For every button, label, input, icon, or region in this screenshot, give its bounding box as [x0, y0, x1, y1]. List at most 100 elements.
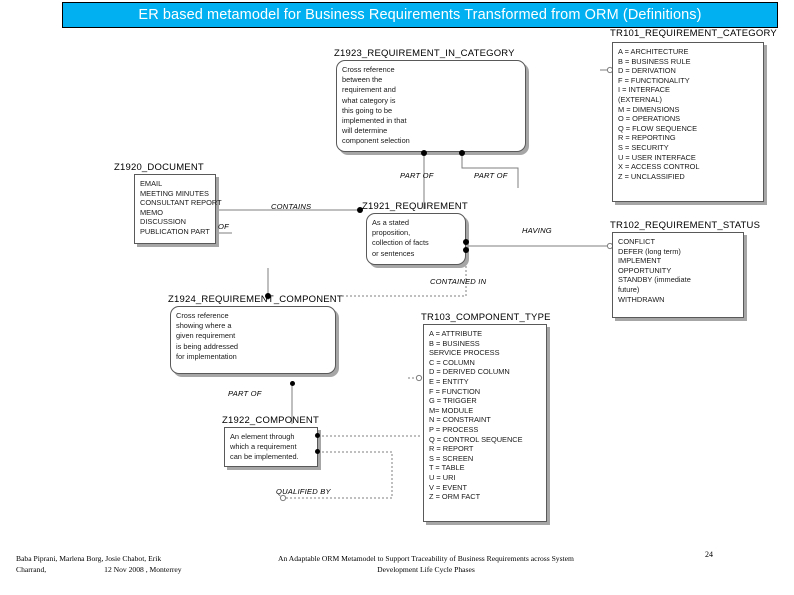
entity-line: CONFLICT — [618, 237, 655, 246]
entity-line: implemented in that — [342, 116, 407, 126]
relationship-label-contained-in: CONTAINED IN — [430, 277, 487, 286]
entity-line: future) — [618, 284, 640, 294]
entity-line: proposition, — [372, 228, 411, 238]
connector-dot — [421, 150, 427, 156]
entity-line: Cross reference — [342, 65, 395, 74]
entity-line: B = BUSINESS — [429, 338, 480, 348]
entity-line: Z = ORM FACT — [429, 492, 481, 502]
connector-dot — [265, 293, 271, 299]
entity-line: requirement and — [342, 85, 396, 95]
entity-line: G = TRIGGER — [429, 396, 477, 406]
entity-line: (EXTERNAL) — [618, 94, 662, 104]
entity-line: component selection — [342, 136, 410, 146]
entity-line: M = DIMENSIONS — [618, 104, 680, 114]
entity-line: PUBLICATION PART — [140, 226, 210, 236]
entity-line: MEMO — [140, 207, 163, 217]
entity-title-requirement-component: Z1924_REQUIREMENT_COMPONENT — [168, 294, 343, 305]
connector-dot — [315, 433, 320, 438]
relationship-label-part-of: PART OF — [474, 171, 508, 180]
entity-box-requirement[interactable]: As a stated proposition, collection of f… — [366, 213, 466, 265]
entity-line: OPPORTUNITY — [618, 265, 672, 275]
entity-line: CONSULTANT REPORT — [140, 198, 222, 208]
entity-box-requirement-status[interactable]: CONFLICT DEFER (long term) IMPLEMENT OPP… — [612, 232, 744, 318]
connector-dot — [290, 381, 295, 386]
entity-box-component-type[interactable]: A = ATTRIBUTE B = BUSINESS SERVICE PROCE… — [423, 324, 547, 522]
relationship-label-having: HAVING — [522, 226, 552, 235]
entity-line: given requirement — [176, 331, 236, 341]
entity-line: IMPLEMENT — [618, 256, 662, 266]
footer-citation-line1: An Adaptable ORM Metamodel to Support Tr… — [278, 554, 574, 563]
entity-line: S = SECURITY — [618, 142, 669, 152]
entity-line: E = ENTITY — [429, 376, 469, 386]
footer-date-location: 12 Nov 2008 , Monterrey — [104, 564, 182, 574]
footer-author-last: Charrand, — [16, 564, 47, 574]
entity-line: U = USER INTERFACE — [618, 152, 696, 162]
entity-line: An element through — [230, 432, 295, 441]
entity-line: can be implemented. — [230, 452, 299, 462]
relationship-label-of: OF — [218, 222, 229, 231]
entity-line: Q = CONTROL SEQUENCE — [429, 434, 523, 444]
entity-line: I = INTERFACE — [618, 85, 670, 95]
entity-line: Z = UNCLASSIFIED — [618, 171, 685, 181]
connector-dot — [315, 449, 320, 454]
entity-line: D = DERIVATION — [618, 66, 676, 76]
entity-line: S = SCREEN — [429, 453, 474, 463]
entity-line: what category is — [342, 95, 396, 105]
connector-dot — [459, 150, 465, 156]
entity-line: O = OPERATIONS — [618, 114, 681, 124]
entity-title-component: Z1922_COMPONENT — [222, 415, 319, 426]
entity-line: which a requirement — [230, 442, 297, 452]
entity-line: N = CONSTRAINT — [429, 415, 491, 425]
entity-line: P = PROCESS — [429, 424, 479, 434]
entity-line: F = FUNCTION — [429, 386, 481, 396]
entity-box-document[interactable]: EMAIL MEETING MINUTES CONSULTANT REPORT … — [134, 174, 222, 244]
entity-title-requirement: Z1921_REQUIREMENT — [362, 201, 468, 212]
entity-line: will determine — [342, 126, 388, 136]
entity-title-requirement-status: TR102_REQUIREMENT_STATUS — [610, 220, 761, 231]
entity-line: D = DERIVED COLUMN — [429, 367, 510, 377]
entity-line: DEFER (long term) — [618, 246, 681, 256]
entity-line: Q = FLOW SEQUENCE — [618, 123, 698, 133]
relationship-label-part-of: PART OF — [228, 389, 262, 398]
entity-line: showing where a — [176, 321, 232, 331]
entity-line: C = COLUMN — [429, 357, 475, 367]
relationship-label-qualified-by: QUALIFIED BY — [276, 487, 331, 496]
entity-line: As a stated — [372, 218, 409, 227]
relationship-label-contains: CONTAINS — [271, 202, 312, 211]
entity-line: X = ACCESS CONTROL — [618, 162, 700, 172]
connector-dot — [357, 207, 363, 213]
entity-line: Cross reference — [176, 311, 229, 320]
slide-footer: Baba Piprani, Marlena Borg, Josie Chabot… — [0, 528, 794, 595]
entity-line: MEETING MINUTES — [140, 188, 209, 198]
entity-line: for implementation — [176, 351, 237, 361]
footer-authors: Baba Piprani, Marlena Borg, Josie Chabot… — [16, 554, 236, 575]
entity-line: T = TABLE — [429, 463, 465, 473]
entity-line: EMAIL — [140, 179, 163, 188]
entity-line: between the — [342, 75, 383, 85]
entity-line: F = FUNCTIONALITY — [618, 75, 690, 85]
entity-box-requirement-category[interactable]: A = ARCHITECTURE B = BUSINESS RULE D = D… — [612, 42, 764, 202]
slide-title-banner: ER based metamodel for Business Requirem… — [62, 2, 778, 28]
entity-line: V = EVENT — [429, 482, 467, 492]
footer-authors-line1: Baba Piprani, Marlena Borg, Josie Chabot… — [16, 554, 162, 563]
entity-line: or sentences — [372, 248, 415, 258]
entity-line: R = REPORT — [429, 444, 474, 454]
entity-title-document: Z1920_DOCUMENT — [114, 162, 204, 173]
entity-line: SERVICE PROCESS — [429, 348, 500, 358]
er-diagram-canvas: Z1923_REQUIREMENT_IN_CATEGORY Cross refe… — [0, 28, 794, 528]
entity-box-requirement-in-category[interactable]: Cross reference between the requirement … — [336, 60, 526, 152]
footer-citation-line2: Development Life Cycle Phases — [377, 564, 475, 574]
entity-line: B = BUSINESS RULE — [618, 56, 691, 66]
entity-box-component[interactable]: An element through which a requirement c… — [224, 427, 318, 467]
connector-dot — [463, 239, 469, 245]
footer-authors-line2: Charrand, 12 Nov 2008 , Monterrey — [16, 565, 236, 576]
page-title: ER based metamodel for Business Requirem… — [138, 7, 702, 23]
page-number: 24 — [705, 550, 713, 559]
entity-line: DISCUSSION — [140, 217, 186, 227]
entity-line: is being addressed — [176, 341, 239, 351]
entity-line: collection of facts — [372, 238, 429, 248]
entity-box-requirement-component[interactable]: Cross reference showing where a given re… — [170, 306, 336, 374]
entity-line: A = ARCHITECTURE — [618, 47, 689, 56]
entity-line: WITHDRAWN — [618, 294, 665, 304]
entity-line: this going to be — [342, 105, 393, 115]
